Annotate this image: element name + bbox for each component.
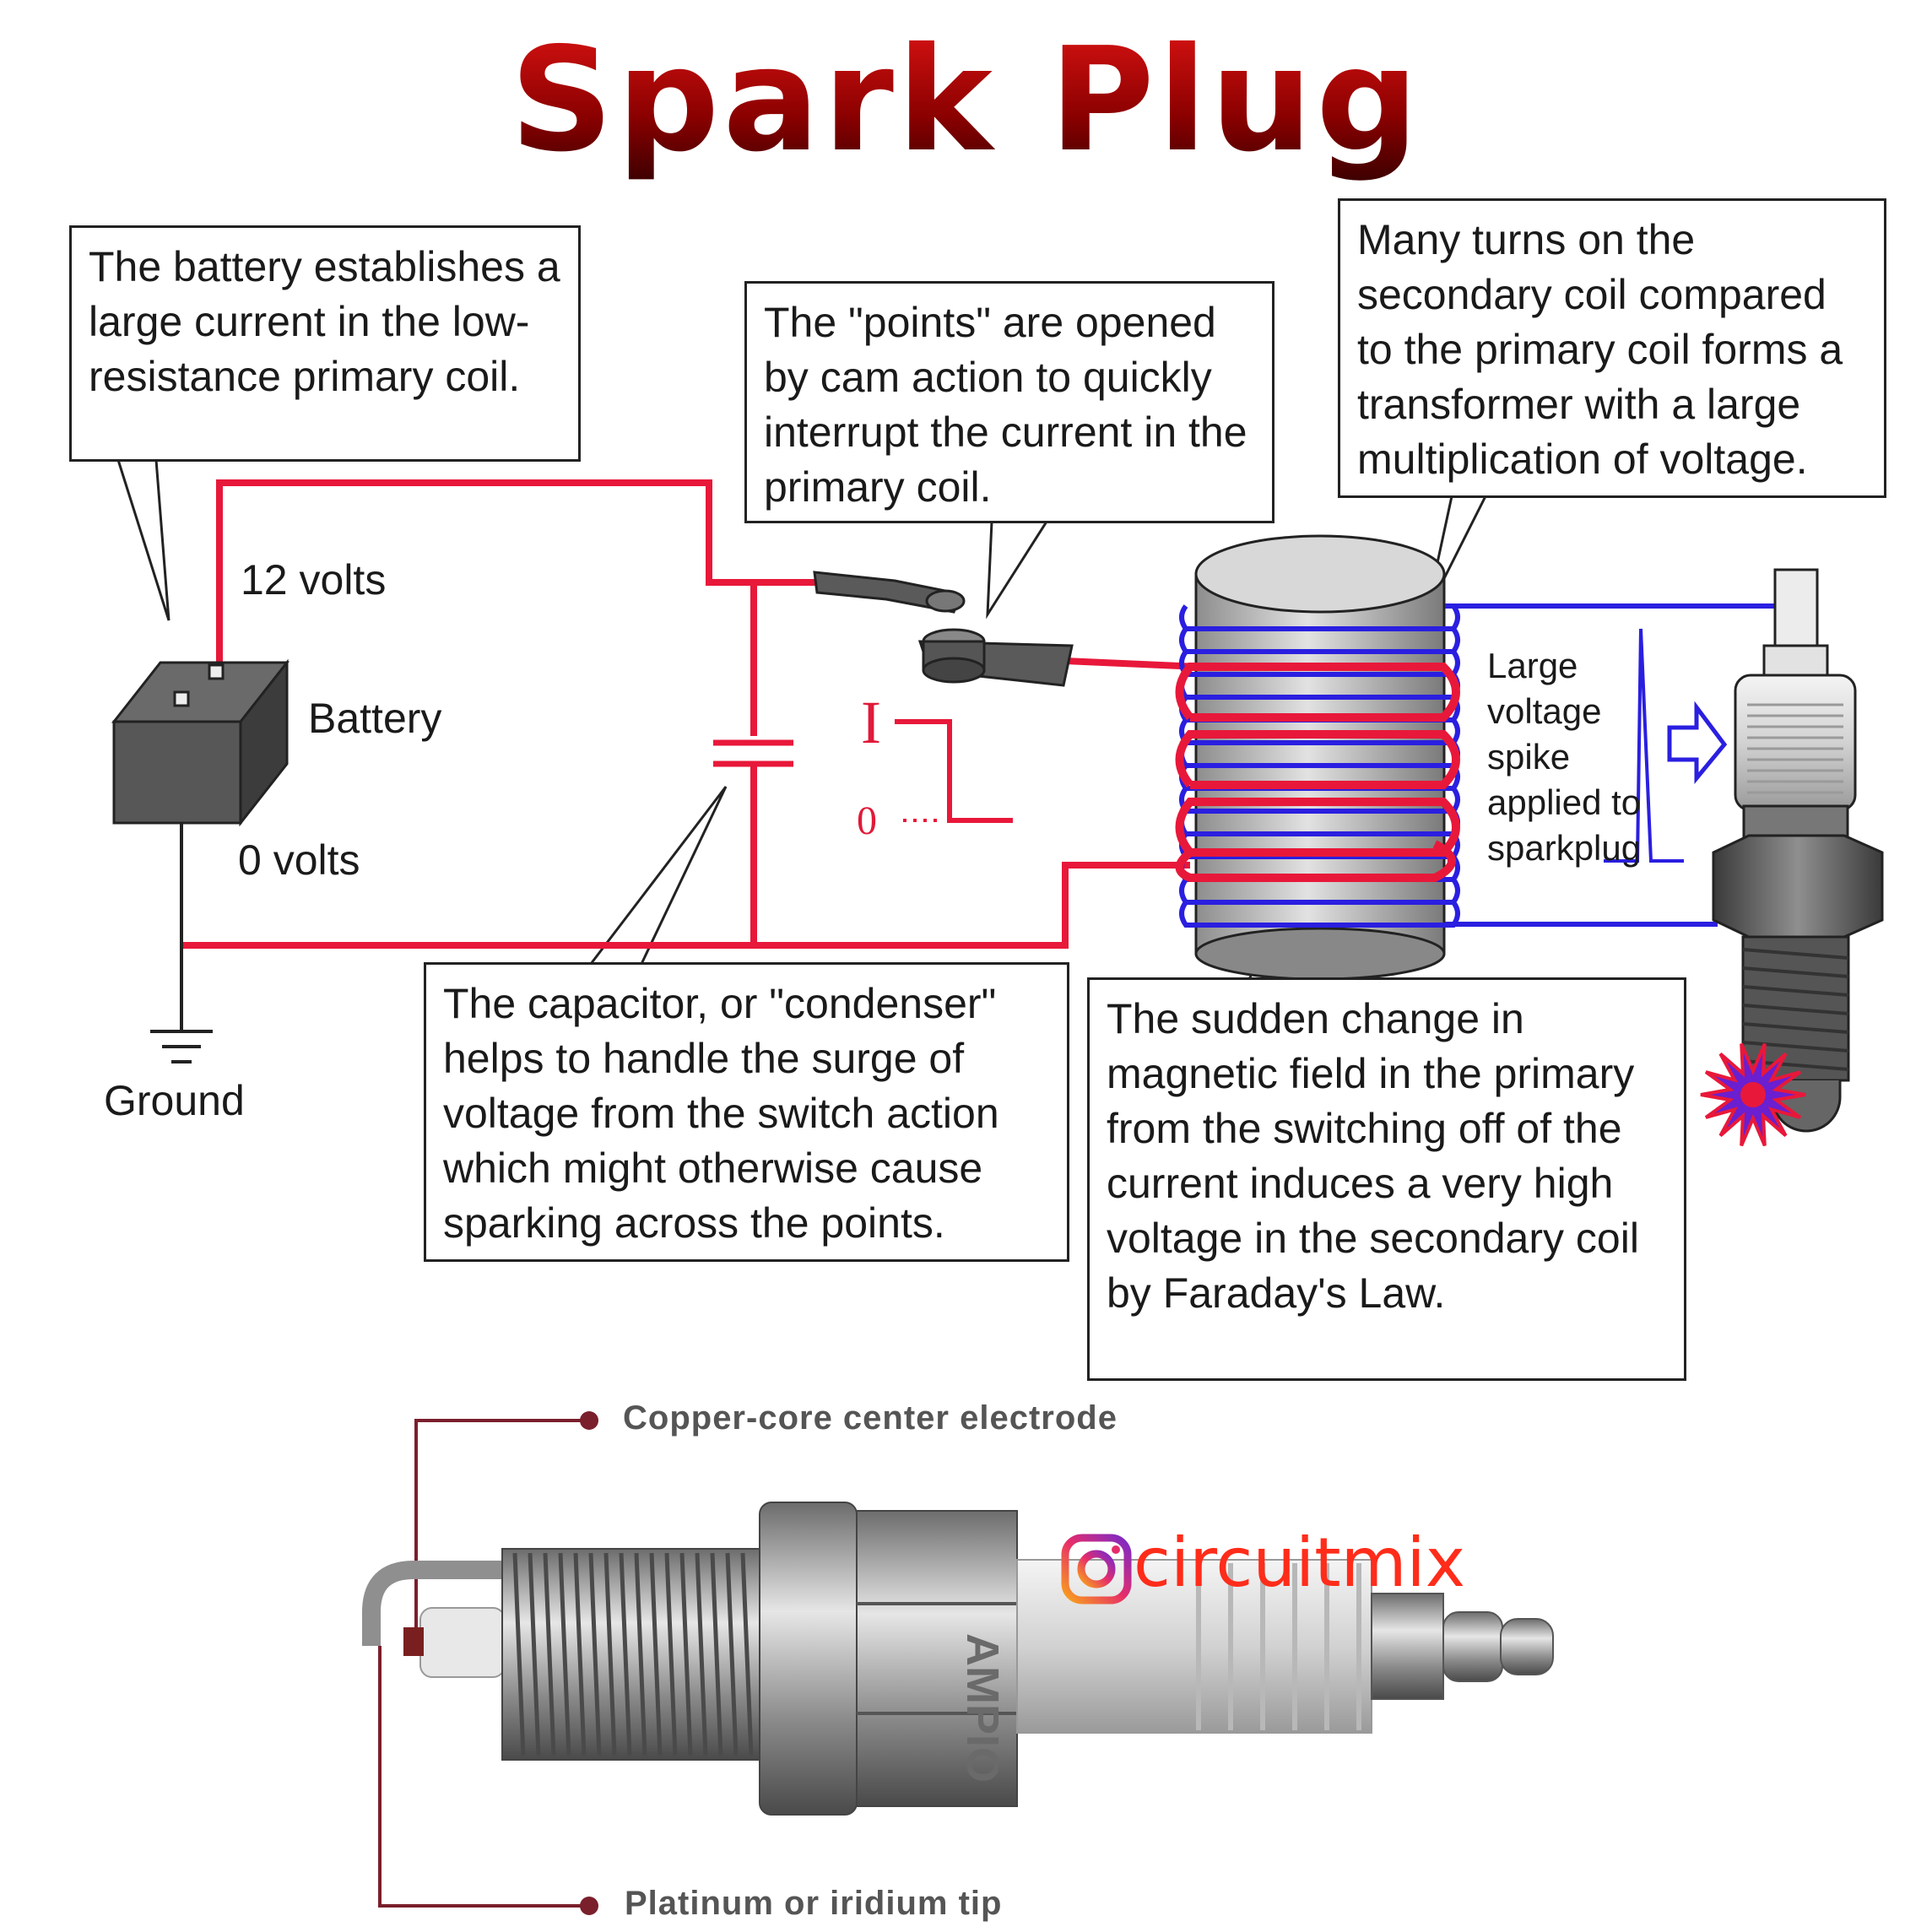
voltage-spike-graph [1604,628,1684,863]
current-low-label: 0 [857,798,877,843]
points-switch-icon [813,571,1074,687]
page-title: Spark Plug [0,17,1932,184]
current-step-graph [895,719,1013,823]
spark-plug-schematic-icon [1712,568,1884,1133]
capacitor-symbol [713,739,793,767]
battery-icon [111,658,290,827]
points-callout: The "points" are opened by cam action to… [744,281,1274,523]
faraday-callout: The sudden change in magnetic field in t… [1087,977,1686,1381]
tip-label: Platinum or iridium tip [625,1885,1003,1922]
watermark-handle: circuitmix [1134,1523,1466,1602]
spark-plug-photo-icon [362,1411,1554,1915]
capacitor-callout: The capacitor, or "condenser" helps to h… [424,962,1069,1262]
arrow-icon [1667,701,1728,784]
battery-label: Battery [308,695,442,742]
primary-wiring [181,479,1199,949]
coil-callout: Many turns on the secondary coil compare… [1338,198,1886,498]
pointer-points [986,521,1048,620]
ignition-coil-icon [1194,534,1446,981]
instagram-icon [1061,1534,1132,1605]
primary-coil-windings [1175,663,1460,882]
voltage-spike-label: Large voltage spike applied to sparkplug [1487,646,1642,868]
zero-volts-label: 0 volts [238,836,360,884]
twelve-volts-label: 12 volts [241,556,387,603]
current-high-label: I [861,689,881,756]
battery-callout: The battery establishes a large current … [69,225,581,462]
ground-label: Ground [104,1077,245,1124]
plug-brand-text: AMPIO [957,1633,1008,1783]
secondary-wiring [1445,603,1777,927]
center-electrode-label: Copper-core center electrode [623,1399,1118,1437]
pointer-capacitor [589,786,728,965]
pointer-battery [116,459,170,621]
spark-core-icon [1740,1082,1766,1107]
